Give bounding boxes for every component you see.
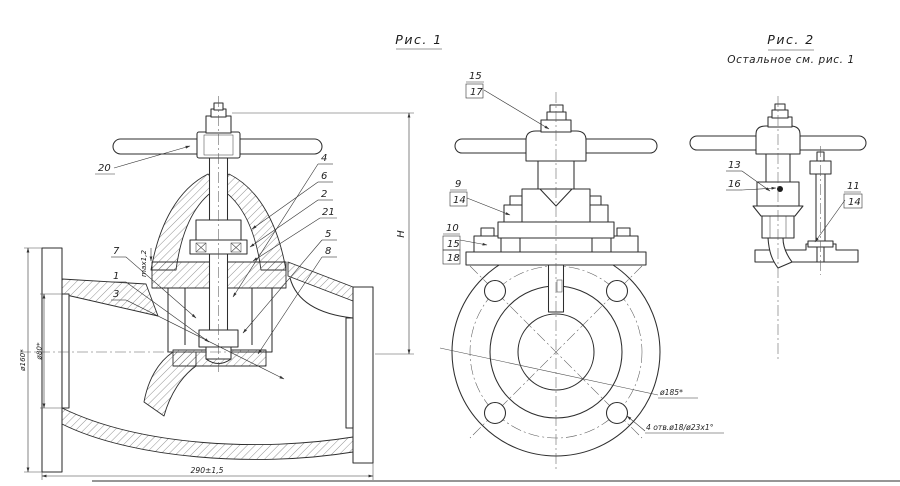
stem-key-2: [556, 279, 563, 293]
fig1-front-view: [439, 92, 661, 470]
titles: Рис. 1 Рис. 2 Остальное см. рис. 1: [395, 32, 855, 66]
section-trace-line: [439, 347, 659, 396]
fig1-section-view: [20, 96, 374, 473]
holes-note-label: 4 отв.ø18/ø23х1°: [646, 423, 714, 432]
height-label: H: [396, 230, 407, 238]
leader-20: [113, 145, 191, 169]
fig1-title: Рис. 1: [395, 32, 442, 47]
fig1-front-annotations: 15 17 9 14 10 15 18 ø185* 4 отв.ø18/ø23х…: [442, 71, 724, 434]
callout-1-label: 1: [113, 271, 119, 282]
fig2-stem-nut: [767, 103, 793, 128]
body-bottom-wall: [61, 407, 354, 460]
fig2-pin-dot: [777, 186, 783, 192]
callout-7-label: 7: [113, 246, 120, 257]
callout-11-label: 11: [847, 181, 860, 192]
callout-15-label: 15: [469, 71, 482, 82]
callout-13-label: 13: [728, 160, 741, 171]
callout-3-label: 3: [113, 289, 119, 300]
bolt-holes: [483, 279, 629, 425]
bonnet-studs: [473, 227, 639, 253]
outlet-top-wall: [287, 261, 354, 302]
gap-note-label: max1,2: [139, 249, 148, 277]
callout-17-label: 17: [470, 87, 483, 98]
inlet-raised-face: [61, 293, 70, 409]
chamber-walls: [184, 288, 253, 345]
inlet-flange: [41, 247, 63, 473]
bolt-circle-label: ø185*: [659, 388, 683, 397]
callout-5-label: 5: [325, 229, 331, 240]
callout-2-label: 2: [321, 189, 327, 200]
packing-seals: [195, 242, 242, 253]
handwheel: [112, 131, 323, 159]
body-partition: [143, 351, 197, 417]
inlet-top-wall: [61, 278, 159, 317]
fig1-section-annotations: 20 4 6 2 21 5 8 7 1 3 max1,2 ø1: [18, 112, 414, 480]
callout-10-label: 10: [446, 223, 459, 234]
callout-21-label: 21: [322, 207, 335, 218]
callout-4-label: 4: [321, 153, 327, 164]
callout-18-label: 18: [447, 253, 460, 264]
callout-20-label: 20: [98, 163, 111, 174]
callout-8-label: 8: [325, 246, 331, 257]
fig2-title: Рис. 2: [767, 32, 814, 47]
fig2-annotations: 13 16 11 14: [726, 160, 863, 243]
callout-6-label: 6: [321, 171, 327, 182]
outer-dia-label: ø160*: [18, 349, 27, 372]
callout-9-label: 9: [455, 179, 461, 190]
fig2-subtitle: Остальное см. рис. 1: [727, 54, 855, 66]
length-label: 290±1,5: [191, 466, 224, 475]
outlet-raised-face: [345, 317, 354, 429]
outlet-flange: [352, 286, 374, 464]
outlet-bore-line: [289, 277, 354, 319]
bore-dia-label: ø80*: [35, 342, 44, 361]
fig2-view: [689, 96, 867, 360]
fig2-arm: [767, 237, 793, 269]
callout-14-label: 14: [453, 195, 466, 206]
callout-15b-label: 15: [447, 239, 460, 250]
bore-circle: [517, 313, 595, 391]
callout-14b-label: 14: [848, 197, 861, 208]
callout-16-label: 16: [728, 179, 741, 190]
